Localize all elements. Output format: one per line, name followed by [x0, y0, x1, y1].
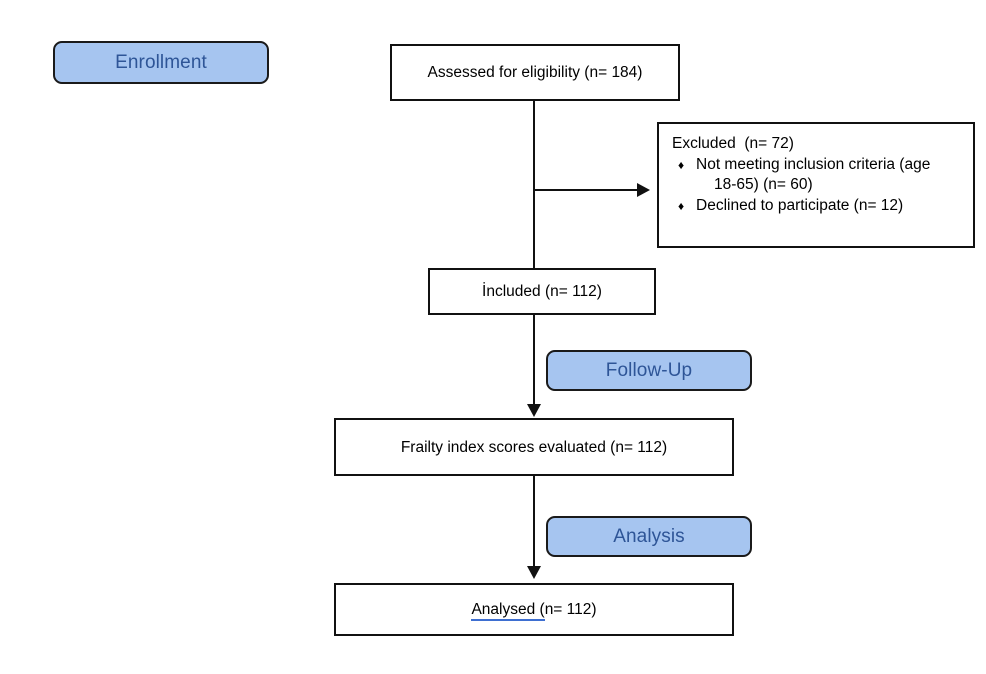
list-item: ♦ Declined to participate (n= 12): [672, 196, 965, 216]
stage-chip-analysis[interactable]: Analysis: [546, 516, 752, 557]
node-frailty-index[interactable]: Frailty index scores evaluated (n= 112): [334, 418, 734, 476]
connector-frailty-to-analysed: [533, 476, 535, 570]
stage-chip-enrollment-label: Enrollment: [115, 52, 207, 73]
stage-chip-follow-up[interactable]: Follow-Up: [546, 350, 752, 391]
list-item-line1: Declined to participate (n= 12): [696, 197, 904, 214]
node-analysed-label: Analysed (n= 112): [471, 600, 597, 621]
arrowhead-to-analysed: [527, 566, 541, 579]
node-analysed-underlined-text: Analysed (: [471, 601, 545, 621]
list-item-line1: Not meeting inclusion criteria (age: [696, 156, 931, 173]
node-analysed-count: n= 112): [544, 601, 597, 618]
diamond-bullet-icon: ♦: [678, 199, 685, 213]
node-included[interactable]: İncluded (n= 112): [428, 268, 656, 315]
arrowhead-to-frailty: [527, 404, 541, 417]
connector-branch-to-excluded: [533, 189, 637, 191]
list-item: ♦ Not meeting inclusion criteria (age 18…: [672, 155, 965, 195]
node-excluded-title: Excluded (n= 72): [672, 135, 794, 152]
node-assessed-for-eligibility-label: Assessed for eligibility (n= 184): [427, 64, 643, 81]
connector-assessed-to-included: [533, 101, 535, 268]
node-excluded[interactable]: Excluded (n= 72) ♦ Not meeting inclusion…: [657, 122, 975, 248]
connector-included-to-frailty: [533, 315, 535, 408]
node-frailty-index-label: Frailty index scores evaluated (n= 112): [400, 438, 668, 456]
arrowhead-to-excluded: [637, 183, 650, 197]
diamond-bullet-icon: ♦: [678, 158, 685, 172]
node-excluded-reason-list: ♦ Not meeting inclusion criteria (age 18…: [672, 155, 965, 216]
stage-chip-analysis-label: Analysis: [613, 526, 685, 547]
stage-chip-follow-up-label: Follow-Up: [605, 360, 693, 381]
node-included-label: İncluded (n= 112): [482, 283, 602, 300]
node-analysed[interactable]: Analysed (n= 112): [334, 583, 734, 636]
list-item-line2: 18-65) (n= 60): [714, 176, 813, 193]
stage-chip-enrollment[interactable]: Enrollment: [53, 41, 269, 84]
node-assessed-for-eligibility[interactable]: Assessed for eligibility (n= 184): [390, 44, 680, 101]
